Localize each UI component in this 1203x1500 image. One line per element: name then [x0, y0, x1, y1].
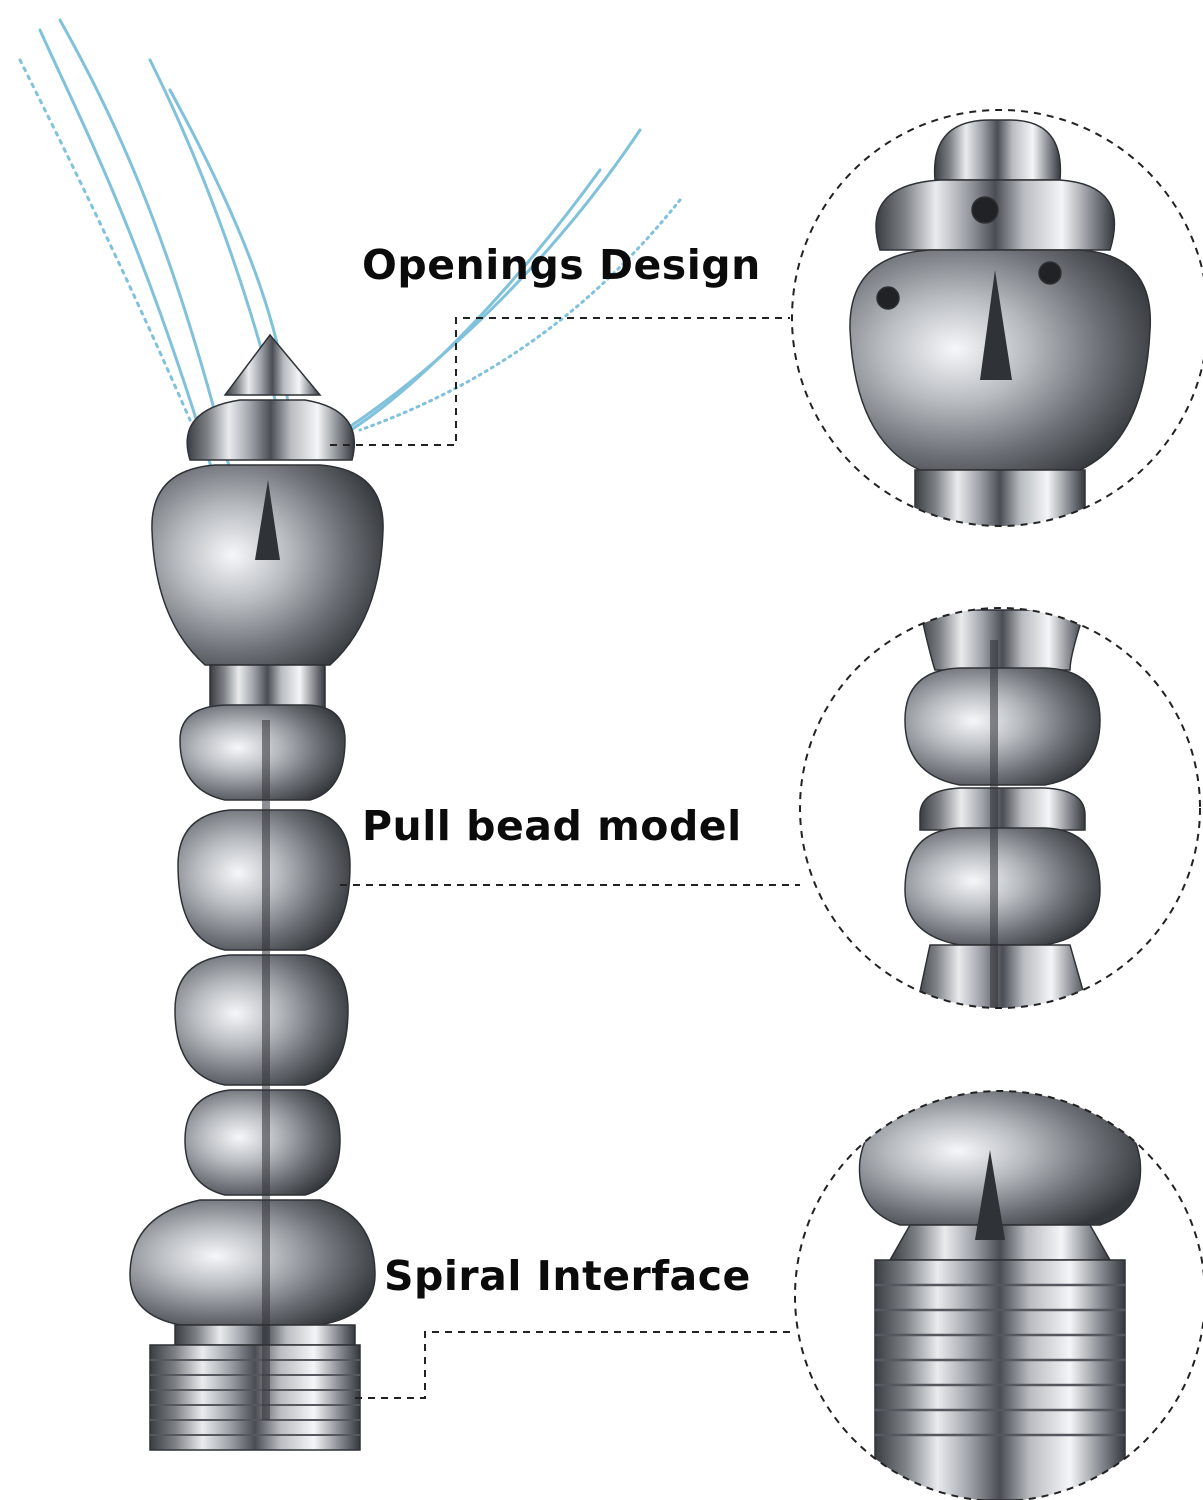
leader-lines: [330, 317, 800, 1399]
callout-pull-bead-model: Pull bead model: [362, 802, 742, 850]
zoom-circle-pull-bead: [799, 607, 1201, 1009]
metal-nozzle: [129, 333, 384, 1451]
zoom-circle-spiral: [794, 1090, 1203, 1500]
water-splash: [18, 18, 682, 482]
zoom-circle-openings: [791, 109, 1203, 527]
callout-openings-design: Openings Design: [362, 241, 761, 289]
callout-spiral-interface: Spiral Interface: [384, 1252, 751, 1300]
